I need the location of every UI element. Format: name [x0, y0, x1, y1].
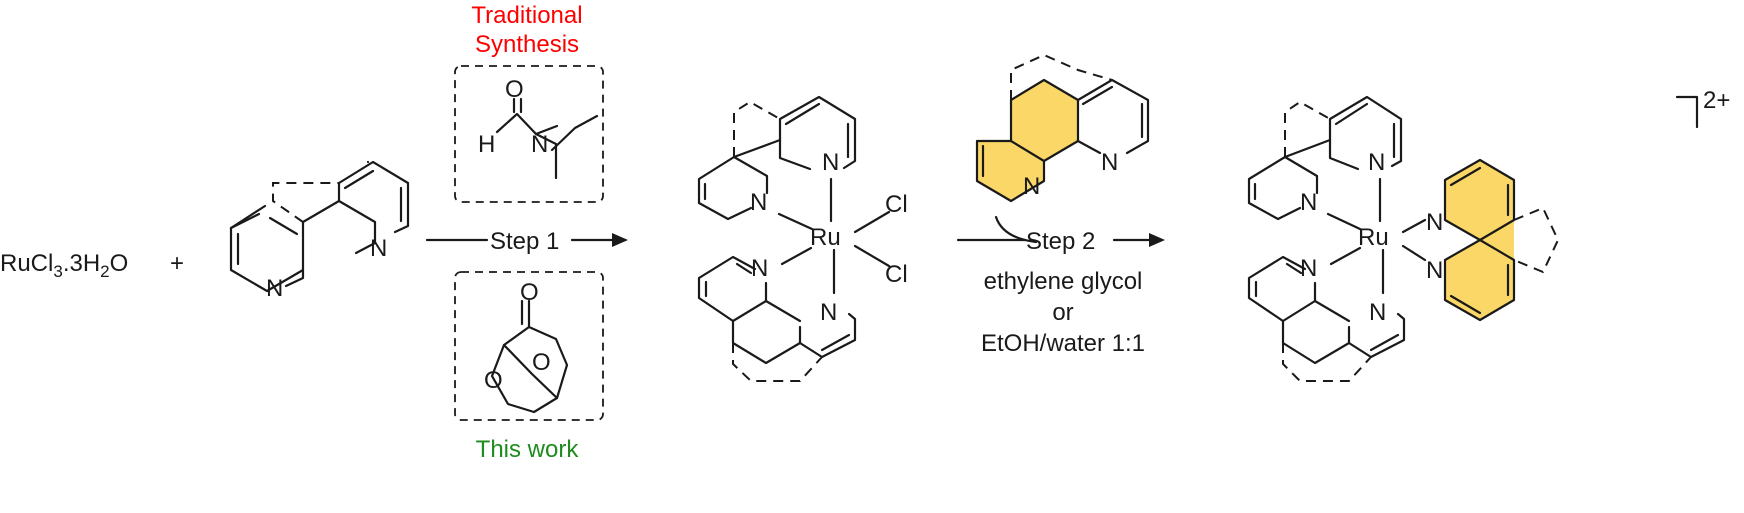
int-ligand1-n-left: N — [750, 189, 767, 216]
step2-condition-1: ethylene glycol — [984, 268, 1143, 295]
step2-condition-2: or — [1052, 299, 1073, 326]
cyrene-structure: O O O — [484, 279, 569, 414]
int-chloride-1: Cl — [885, 191, 908, 218]
incoming-ligand: N N — [975, 53, 1150, 244]
product-complex: N N Ru N N N N 2+ — [1247, 87, 1730, 382]
cyrene-ring-oxygen: O — [484, 367, 503, 394]
int-chloride-2: Cl — [885, 261, 908, 288]
free-ligand-n1: N — [266, 275, 283, 302]
int-ligand1-n-right: N — [822, 149, 839, 176]
cyrene-box — [454, 271, 604, 421]
svg-text:RuCl3.3H2O: RuCl3.3H2O — [0, 250, 128, 281]
int-ru: Ru — [810, 224, 841, 251]
step2-label: Step 2 — [1026, 228, 1095, 255]
this-work-label: This work — [476, 436, 580, 463]
step1-arrow: Step 1 — [425, 228, 628, 255]
step1-label: Step 1 — [490, 228, 559, 255]
dmf-structure: O H N — [478, 76, 599, 180]
dmf-nitrogen: N — [531, 131, 548, 158]
step2-arrow: Step 2 ethylene glycol or EtOH/water 1:1 — [956, 228, 1165, 357]
dmf-hydrogen: H — [478, 131, 495, 158]
reactant-formula-end: O — [110, 250, 129, 277]
reactant-rucl3: RuCl3.3H2O + — [0, 250, 184, 281]
reactant-formula-mid: .3H — [63, 250, 100, 277]
traditional-label-line2: Synthesis — [475, 31, 579, 58]
prod-ru: Ru — [1358, 224, 1389, 251]
reactant-sub-2: 2 — [100, 262, 109, 281]
dmf-oxygen: O — [505, 76, 524, 103]
free-ligand-n2: N — [370, 235, 387, 262]
incoming-ligand-n2: N — [1023, 173, 1040, 200]
traditional-synthesis: Traditional Synthesis O H N — [454, 2, 604, 203]
product-charge: 2+ — [1703, 87, 1730, 114]
free-ligand: N N — [229, 160, 410, 302]
cyrene-carbonyl-oxygen: O — [520, 279, 539, 306]
prod-ligand3-n-top: N — [1426, 209, 1443, 236]
reactant-sub-3: 3 — [53, 262, 62, 281]
prod-ligand3-n-bottom: N — [1426, 257, 1443, 284]
int-ligand2-n-left: N — [751, 255, 768, 282]
traditional-label-line1: Traditional — [471, 2, 582, 29]
reactant-formula-main: RuCl — [0, 250, 53, 277]
incoming-ligand-n1: N — [1101, 149, 1118, 176]
prod-ligand1-n-left: N — [1300, 189, 1317, 216]
plus-sign: + — [170, 250, 184, 277]
intermediate-complex: N N Ru Cl Cl N N — [697, 95, 908, 382]
int-ligand2-n-right: N — [820, 299, 837, 326]
step2-condition-3: EtOH/water 1:1 — [981, 330, 1145, 357]
prod-ligand2-n-right: N — [1369, 299, 1386, 326]
cyrene-bridge-oxygen: O — [532, 349, 551, 376]
prod-ligand1-n-right: N — [1368, 149, 1385, 176]
prod-ligand2-n-left: N — [1300, 255, 1317, 282]
this-work: O O O This work — [454, 271, 604, 463]
